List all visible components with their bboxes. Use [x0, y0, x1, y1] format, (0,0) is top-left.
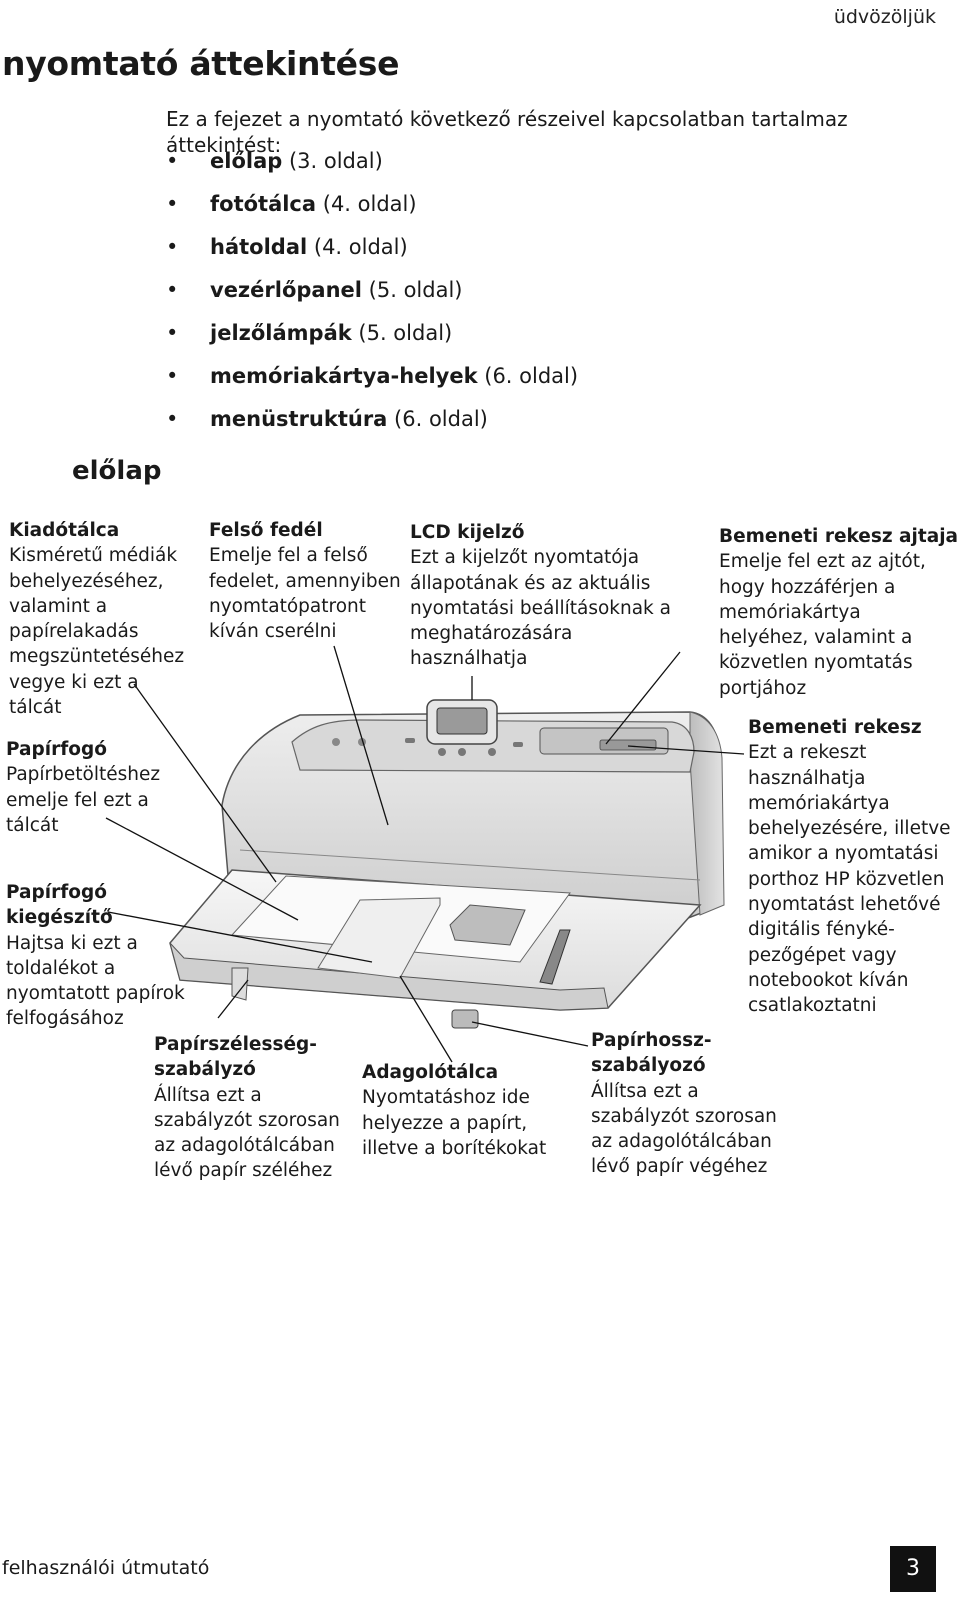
callout-desc: Hajtsa ki ezt a toldalékot a nyomtatott … [6, 932, 185, 1030]
printer-side [689, 711, 725, 916]
callout-title: Felső fedél [209, 520, 323, 541]
toc-item-title: fotótálca [210, 192, 317, 216]
lcd-screen [436, 707, 488, 735]
panel-button [332, 738, 340, 746]
side-slot [539, 929, 571, 985]
toc-item-vezerlopanel[interactable]: • vezérlőpanel (5. oldal) [166, 277, 578, 320]
bullet-icon: • [166, 235, 179, 259]
panel-button [458, 748, 466, 756]
leader-hossz [471, 1021, 589, 1047]
callout-adagolotalca: Adagolótálca Nyomtatáshoz ide helyezze a… [362, 1060, 546, 1161]
toc-item-hatoldal[interactable]: • hátoldal (4. oldal) [166, 234, 578, 277]
toc-item-fototalca[interactable]: • fotótálca (4. oldal) [166, 191, 578, 234]
panel-button [438, 748, 446, 756]
callout-title: Papírhossz- szabályozó [591, 1030, 712, 1077]
bullet-icon: • [166, 192, 179, 216]
section-heading: előlap [72, 456, 162, 486]
intro-text: Ez a fejezet a nyomtató következő részei… [166, 107, 848, 157]
callout-papirfogo-kiegeszito: Papírfogó kiegészítő Hajtsa ki ezt a tol… [6, 880, 185, 1032]
callout-title: Bemeneti rekesz ajtaja [719, 526, 959, 547]
leader-rekesz [627, 745, 745, 755]
callout-desc: Papírbetöltéshez emelje fel ezt a tálcát [6, 764, 161, 836]
toc-item-memoriakartya[interactable]: • memóriakártya-helyek (6. oldal) [166, 363, 578, 406]
toc-item-title: memóriakártya-helyek [210, 364, 478, 388]
toc-item-title: jelzőlámpák [210, 321, 352, 345]
callout-title: Papírfogó kiegészítő [6, 882, 113, 929]
page-title: nyomtató áttekintése [2, 44, 400, 83]
toc-item-ref: (5. oldal) [358, 321, 453, 345]
leader-felso-fedel [333, 645, 389, 826]
page-number: 3 [890, 1546, 936, 1592]
bullet-icon: • [166, 407, 179, 431]
callout-title: Bemeneti rekesz [748, 717, 922, 738]
toc-list: • előlap (3. oldal) • fotótálca (4. oldal)… [166, 148, 578, 449]
toc-item-title: előlap [210, 149, 283, 173]
callout-papirhossz: Papírhossz- szabályozó Állítsa ezt a sza… [591, 1028, 777, 1180]
toc-item-title: hátoldal [210, 235, 308, 259]
callout-felso-fedel: Felső fedél Emelje fel a felső fedelet, … [209, 518, 401, 644]
callout-title: Adagolótálca [362, 1062, 499, 1083]
callout-desc: Állítsa ezt a szabályzót szorosan az ada… [591, 1080, 777, 1178]
panel-button [488, 748, 496, 756]
bullet-icon: • [166, 321, 179, 345]
callout-title: Papírszélesség- szabályzó [154, 1034, 317, 1081]
toc-item-ref: (5. oldal) [368, 278, 463, 302]
toc-item-ref: (6. oldal) [394, 407, 488, 431]
callout-lcd-kijelzo: LCD kijelző Ezt a kijelzőt nyomtatója ál… [410, 520, 671, 672]
callout-desc: Emelje fel ezt az ajtót, hogy hozzáférje… [719, 551, 926, 699]
callout-desc: Ezt a rekeszt használhatja memóriakártya… [748, 742, 951, 1017]
callout-title: Kiadótálca [9, 520, 120, 541]
toc-item-ref: (6. oldal) [484, 364, 579, 388]
callout-bemeneti-rekesz: Bemeneti rekesz Ezt a rekeszt használhat… [748, 715, 951, 1019]
callout-desc: Kisméretű médiák behelyezéséhez, valamin… [9, 545, 185, 719]
leader-ajto [605, 651, 681, 745]
callout-desc: Állítsa ezt a szabályzót szorosan az ada… [154, 1084, 340, 1182]
toc-item-elolap[interactable]: • előlap (3. oldal) [166, 148, 578, 191]
panel-button [405, 738, 415, 743]
tray-left-hinge [231, 967, 249, 1001]
toc-item-ref: (3. oldal) [288, 149, 383, 173]
toc-item-jelzolampak[interactable]: • jelzőlámpák (5. oldal) [166, 320, 578, 363]
leader-papirfogo-kieg [107, 911, 373, 963]
toc-item-title: vezérlőpanel [210, 278, 362, 302]
paper-guide [449, 904, 526, 946]
bullet-icon: • [166, 149, 179, 173]
bullet-icon: • [166, 364, 179, 388]
callout-kiadotalca: Kiadótálca Kisméretű médiák behelyezéséh… [9, 518, 184, 720]
callout-desc: Nyomtatáshoz ide helyezze a papírt, ille… [362, 1087, 547, 1159]
callout-papirfogo: Papírfogó Papírbetöltéshez emelje fel ez… [6, 737, 160, 838]
callout-title: Papírfogó [6, 739, 107, 760]
callout-papirszelesseg: Papírszélesség- szabályzó Állítsa ezt a … [154, 1032, 340, 1184]
toc-item-title: menüstruktúra [210, 407, 388, 431]
section-label: üdvözöljük [833, 6, 936, 28]
callout-desc: Emelje fel a felső fedelet, amennyiben n… [209, 545, 401, 643]
bullet-icon: • [166, 278, 179, 302]
leader-adagolo [399, 975, 453, 1063]
callout-desc: Ezt a kijelzőt nyomtatója állapotának és… [410, 547, 671, 670]
leader-lines [105, 645, 745, 1063]
toc-item-menustruktura[interactable]: • menüstruktúra (6. oldal) [166, 406, 578, 449]
leader-kiadotalca [133, 683, 277, 883]
callout-title: LCD kijelző [410, 522, 525, 543]
leader-papirfogo [105, 817, 299, 921]
tray-latch [451, 1009, 479, 1029]
panel-button [513, 742, 523, 747]
toc-item-ref: (4. oldal) [313, 235, 408, 259]
toc-item-ref: (4. oldal) [322, 192, 417, 216]
footer-guide-label: felhasználói útmutató [2, 1557, 210, 1579]
leader-szelesseg [217, 979, 249, 1019]
callout-bemeneti-ajto: Bemeneti rekesz ajtaja Emelje fel ezt az… [719, 524, 958, 701]
